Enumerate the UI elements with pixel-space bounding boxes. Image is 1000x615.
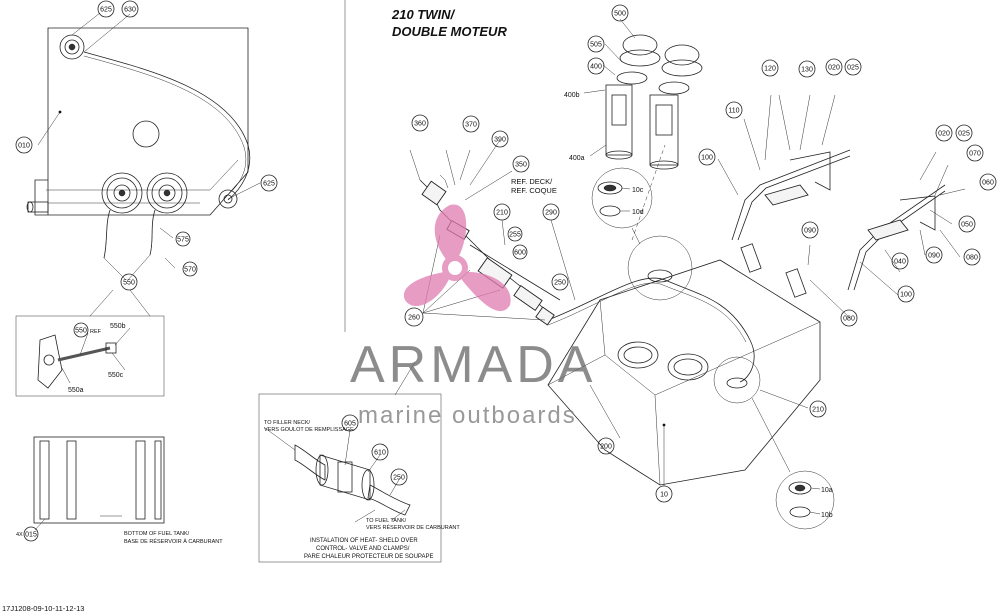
to-fuel-label-1: TO FUEL TANK/ (366, 518, 407, 524)
callout-020-b: 020 (938, 131, 950, 138)
fuel-pump-left (101, 172, 143, 214)
callout-260: 260 (408, 315, 420, 322)
tank-port (132, 120, 160, 148)
callout-505: 505 (590, 42, 602, 49)
callout-370: 370 (465, 122, 477, 129)
callout-210-b: 210 (812, 407, 824, 414)
tank-opening-right (667, 353, 709, 381)
vent-hose (83, 51, 251, 201)
callout-290: 290 (545, 210, 557, 217)
callout-250-a: 250 (554, 280, 566, 287)
watermark-tagline: marine outboards (358, 402, 577, 429)
callout-625-a: 625 (100, 7, 112, 14)
install-label-3: PARE CHALEUR PROTECTEUR DE SOUPAPE (304, 554, 433, 560)
callout-130: 130 (801, 67, 813, 74)
callout-110: 110 (728, 108, 739, 115)
callout-120: 120 (764, 66, 776, 73)
callout-250-b: 250 (393, 475, 405, 482)
fuel-hose-left (103, 209, 111, 259)
twin-fuel-tank (547, 259, 821, 486)
callout-625-b: 625 (263, 181, 275, 188)
callout-10b: 10b (821, 512, 833, 519)
detail-circle-10ab: 10a 10b (713, 356, 835, 530)
callout-090-a: 090 (804, 228, 816, 235)
callout-025-a: 025 (847, 65, 859, 72)
callout-015: 015 (25, 532, 37, 539)
armada-watermark: ARMADA marine outboards (350, 204, 596, 429)
callout-630: 630 (124, 7, 136, 14)
callout-010: 010 (18, 143, 30, 150)
callout-360: 360 (414, 121, 426, 128)
ref-coque-label: REF. COQUE (511, 186, 557, 195)
callout-550: 550 (123, 280, 135, 287)
callout-550b: 550b (110, 323, 126, 330)
callout-575: 575 (177, 237, 189, 244)
fuel-pump-right (146, 172, 188, 214)
callout-400: 400 (590, 64, 602, 71)
install-label-1: INSTALATION OF HEAT- SHELD OVER (310, 538, 418, 544)
detail-circle-10cd: 10c 10d (591, 167, 653, 229)
to-filler-label-2: VERS GOULOT DE REMPLISSAGE (264, 427, 354, 433)
to-fuel-label-2: VERS RÉSERVOIR DE CARBURANT (366, 524, 460, 531)
title-line-2: DOUBLE MOTEUR (392, 24, 507, 39)
callout-080-b: 080 (843, 316, 855, 323)
title-line-1: 210 TWIN/ (391, 7, 456, 22)
ref-deck-label: REF. DECK/ (511, 177, 553, 186)
callout-600: 600 (514, 250, 526, 257)
propeller-logo (403, 204, 511, 312)
bottom-label-1: BOTTOM OF FUEL TANK/ (124, 531, 190, 537)
single-tank-view: 625 630 010 625 575 570 550 (15, 0, 278, 317)
fuel-pump-module-left (605, 34, 661, 160)
callout-080-a: 080 (966, 255, 978, 262)
callout-040: 040 (894, 259, 906, 266)
callout-400a: 400a (569, 155, 585, 162)
watermark-brand: ARMADA (350, 336, 596, 394)
detail-box-550: 550 REF 550b 550c 550a (15, 315, 165, 397)
qty-4x: 4X (16, 532, 23, 538)
mounting-brackets (717, 94, 966, 319)
callout-200: 200 (600, 444, 612, 451)
callout-090-b: 090 (928, 253, 940, 260)
callout-10d: 10d (632, 209, 644, 216)
ref-label: REF (90, 329, 102, 335)
callout-500: 500 (614, 11, 626, 18)
fuel-hose-right (149, 209, 156, 256)
hardware-cluster (409, 139, 561, 326)
callout-550-ref: 550 (75, 328, 87, 335)
fuel-pump-module-right (649, 44, 703, 170)
callout-210-a: 210 (496, 210, 508, 217)
twin-vent-hose (547, 277, 755, 383)
callout-10c: 10c (632, 187, 644, 194)
callout-060: 060 (982, 180, 994, 187)
callout-100-a: 100 (701, 155, 713, 162)
callout-390: 390 (494, 137, 506, 144)
tank-opening-left (617, 341, 659, 369)
callout-610: 610 (374, 450, 386, 457)
to-filler-label-1: TO FILLER NECK/ (264, 420, 311, 426)
callout-100-b: 100 (900, 292, 912, 299)
heat-shield-detail: TO FILLER NECK/ VERS GOULOT DE REMPLISSA… (258, 361, 460, 563)
bottom-label-2: BASE DE RÉSERVOIR À CARBURANT (124, 538, 223, 545)
callout-10a: 10a (821, 487, 833, 494)
callout-020-a: 020 (828, 65, 840, 72)
callout-025-b: 025 (958, 131, 970, 138)
callout-255: 255 (509, 232, 521, 239)
drawing-code: 17J1208-09-10-11-12-13 (2, 604, 84, 613)
install-label-2: CONTROL- VALVE AND CLAMPS/ (316, 546, 410, 552)
callout-570: 570 (184, 267, 196, 274)
callout-400b: 400b (564, 92, 580, 99)
tank-bottom-view: 4X 015 BOTTOM OF FUEL TANK/ BASE DE RÉSE… (16, 436, 223, 545)
callout-10: 10 (660, 492, 668, 499)
callout-550c: 550c (108, 372, 124, 379)
callout-350: 350 (515, 162, 527, 169)
callout-050: 050 (961, 222, 973, 229)
callout-070: 070 (969, 151, 981, 158)
callout-605: 605 (344, 421, 356, 428)
callout-550a: 550a (68, 387, 84, 394)
